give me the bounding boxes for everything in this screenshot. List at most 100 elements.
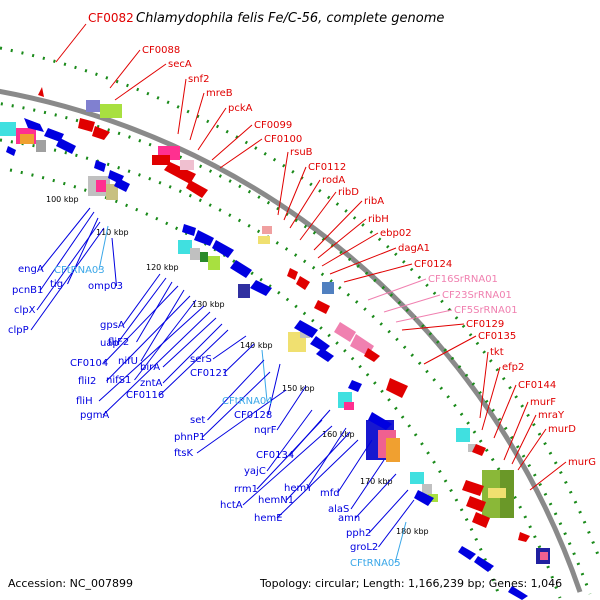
gene-label-ribd: ribD: [338, 187, 359, 198]
leader-line-nifs1: [134, 299, 197, 381]
kbp-tick: 120 kbp: [146, 263, 179, 272]
leader-line-rsub: [277, 151, 289, 216]
gene-label-mfd: mfd: [320, 488, 340, 499]
leader-line-clpx: [36, 221, 101, 311]
feature-block: [500, 470, 514, 518]
leader-line-amn: [355, 473, 397, 519]
leader-line-yajc: [266, 409, 313, 472]
leader-line-ftsk: [196, 389, 287, 454]
leader-line-snf2: [177, 78, 187, 135]
feature-block: [96, 180, 106, 192]
feature-block: [190, 248, 200, 260]
leader-line-daga1: [329, 247, 397, 275]
forward-features: [38, 87, 550, 564]
feature-arrow: [414, 490, 434, 506]
feature-block: [540, 552, 548, 560]
feature-block: [100, 104, 122, 118]
rrna-feature: [334, 322, 356, 342]
gene-label-rsub: rsuB: [290, 147, 313, 158]
feature-block: [488, 488, 506, 498]
leader-line-cf0104: [103, 285, 179, 364]
gene-label-cf16srrna01: CF16SrRNA01: [428, 274, 498, 285]
leader-line-murd: [517, 428, 547, 471]
kbp-tick: 100 kbp: [46, 195, 79, 204]
gene-label-cf0112: CF0112: [308, 162, 346, 173]
leader-line-cf0100: [219, 138, 263, 169]
gene-label-cf0121: CF0121: [190, 368, 228, 379]
gene-label-cf0144: CF0144: [518, 380, 556, 391]
gene-label-alas: alaS: [328, 504, 349, 515]
feature-arrow: [310, 336, 330, 352]
leader-line-pph2: [368, 489, 409, 534]
feature-arrow: [296, 276, 310, 290]
gene-label-cf5srrna01: CF5SrRNA01: [454, 305, 518, 316]
leader-line-phnp1: [202, 371, 271, 438]
feature-block: [258, 236, 270, 244]
gene-label-pph2: pph2: [346, 528, 371, 539]
leader-line-cftrna03: [98, 225, 109, 271]
gene-label-heme: hemE: [254, 513, 283, 524]
accession-text: Accession: NC_007899: [8, 577, 133, 590]
gene-label-hemy: hemY: [284, 483, 313, 494]
title-code-leader: [55, 23, 87, 63]
leader-line-pcnb1: [40, 211, 95, 291]
leader-line-efp2: [481, 366, 501, 431]
gene-label-murd: murD: [548, 424, 576, 435]
leader-line-bira: [162, 317, 217, 368]
feature-block: [422, 484, 432, 500]
gene-label-omp03: omp03: [88, 281, 123, 292]
leader-line-cf0121: [223, 343, 255, 374]
leader-line-omp03: [111, 237, 117, 287]
gene-label-pcnb1: pcnB1: [12, 285, 43, 296]
gene-label-pgma: pgmA: [80, 410, 109, 421]
leader-line-cf23srrna01: [383, 294, 441, 313]
gene-label-cf0128: CF0128: [234, 410, 272, 421]
gene-label-cftrna04: CFtRNA04: [222, 396, 273, 407]
inner-dotted-ring-c: [9, 168, 502, 599]
kbp-tick: 180 kbp: [396, 527, 429, 536]
gene-label-efp2: efp2: [502, 362, 524, 373]
feature-arrow: [250, 280, 272, 296]
feature-arrow: [78, 118, 95, 132]
gene-label-mreb: mreB: [206, 88, 233, 99]
gene-label-cf0088: CF0088: [142, 45, 180, 56]
feature-block: [386, 438, 400, 462]
gene-label-nqrf: nqrF: [254, 425, 277, 436]
gene-label-cf0129: CF0129: [466, 319, 504, 330]
leader-line-gpsa: [122, 273, 161, 326]
reverse-features: [0, 118, 528, 600]
inner-dotted-ring-b: [0, 138, 562, 599]
gene-label-roda: rodA: [322, 175, 345, 186]
gene-label-flih: fliH: [76, 396, 93, 407]
leader-line-cf0099: [211, 124, 253, 161]
leader-line-hcta: [242, 425, 333, 506]
gene-label-enga: engA: [18, 264, 44, 275]
leader-line-grol2: [378, 499, 415, 548]
leader-line-ribh: [317, 218, 367, 259]
kbp-tick: 110 kbp: [96, 228, 129, 237]
gene-label-yajc: yajC: [244, 466, 266, 477]
feature-arrow: [94, 160, 106, 172]
leader-line-murg: [529, 461, 567, 491]
feature-arrow: [92, 126, 110, 140]
feature-block: [410, 472, 424, 484]
feature-arrow: [472, 444, 486, 456]
feature-block: [86, 100, 100, 112]
leader-line-cf0129: [401, 323, 465, 331]
gene-label-sers: serS: [190, 354, 212, 365]
feature-block: [20, 134, 34, 144]
feature-block: [468, 444, 476, 452]
feature-block: [106, 184, 118, 200]
gene-label-flii2: fliI2: [78, 376, 96, 387]
leader-line-cf16srrna01: [367, 278, 427, 301]
gene-label-cftrna03: CFtRNA03: [54, 265, 105, 276]
leader-line-ribd: [299, 191, 337, 241]
gene-label-cf0104: CF0104: [70, 358, 108, 369]
inner-dotted-ring-a: [0, 102, 592, 595]
leader-line-flii2: [106, 295, 191, 382]
leader-line-cf0124: [343, 263, 413, 283]
kbp-tick: 140 kbp: [240, 341, 273, 350]
feature-block: [152, 155, 170, 165]
leader-line-tkt: [479, 351, 489, 419]
